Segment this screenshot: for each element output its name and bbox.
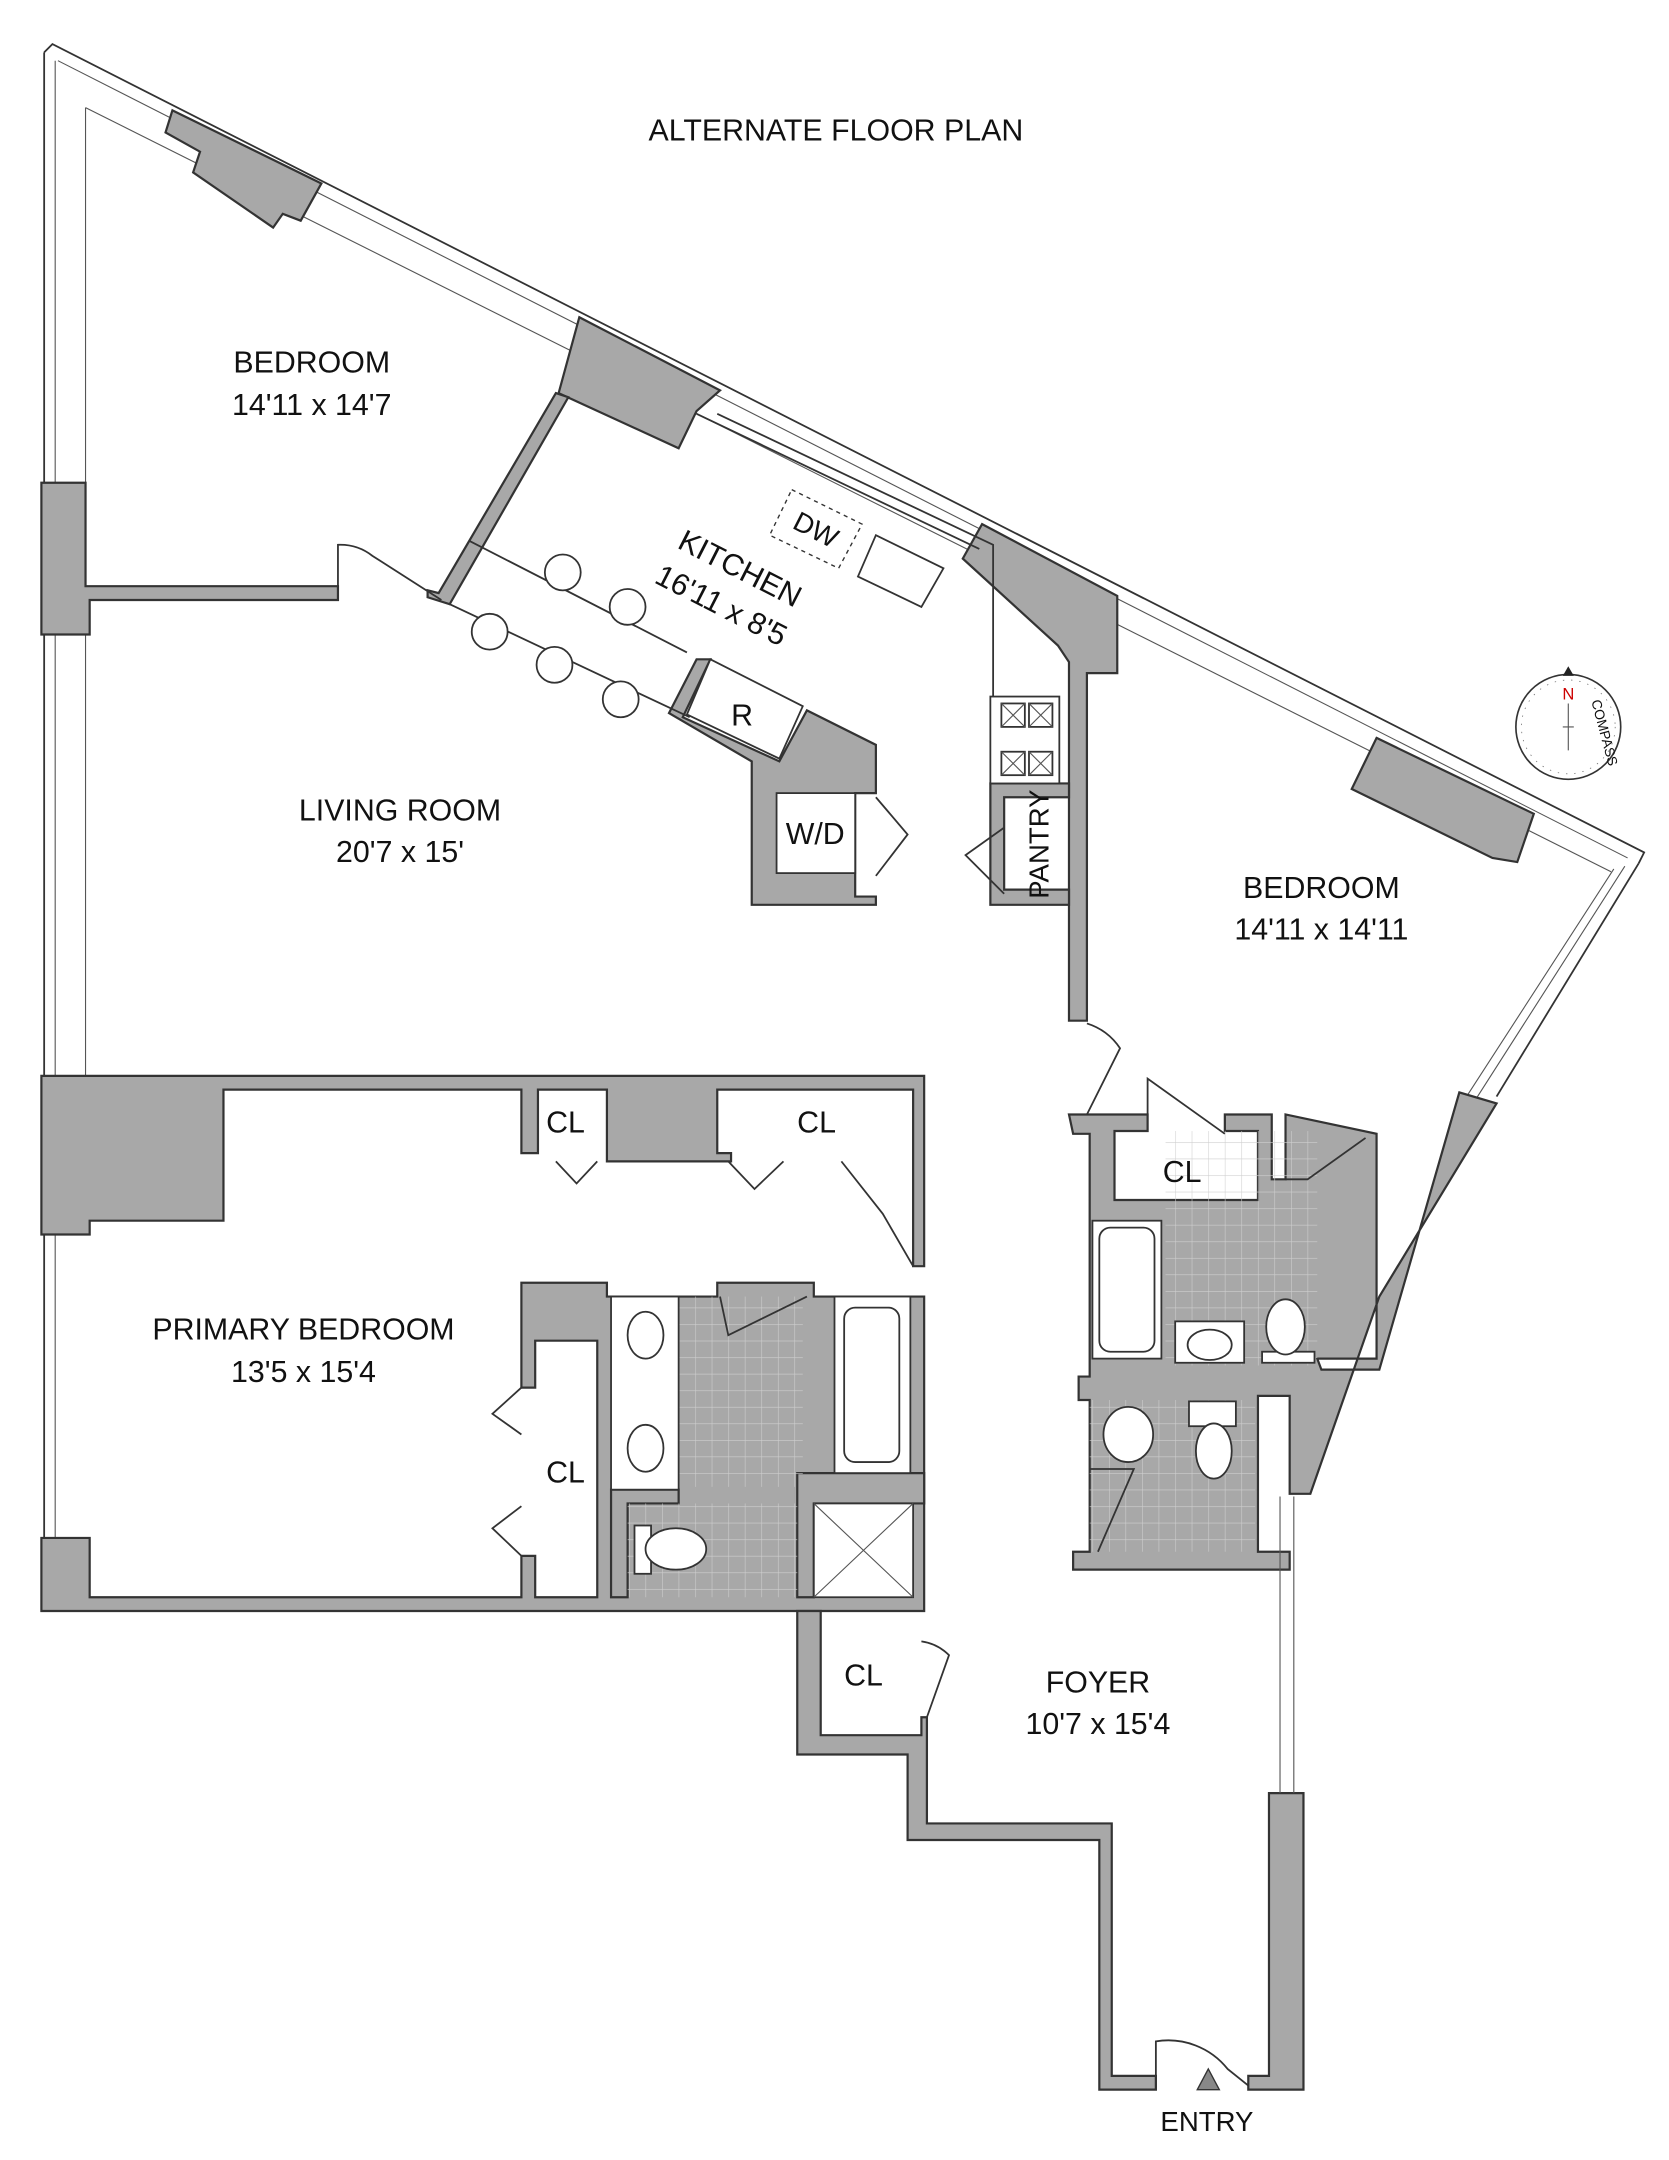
closet-label: CL <box>1163 1156 1202 1189</box>
plan-title: ALTERNATE FLOOR PLAN <box>649 115 1024 148</box>
entry-label: ENTRY <box>1160 2106 1253 2137</box>
dishwasher <box>768 488 864 570</box>
foyer-window <box>1279 1496 1295 1794</box>
doors <box>337 543 1367 2090</box>
closet-label: CL <box>546 1106 585 1139</box>
living-room-name: LIVING ROOM <box>299 795 501 828</box>
closet-label: CL <box>797 1106 836 1139</box>
bedroom-2-name: BEDROOM <box>1243 872 1400 905</box>
bedroom-2-size: 14'11 x 14'11 <box>1234 913 1408 946</box>
foyer-name: FOYER <box>1046 1666 1150 1699</box>
refrigerator-label: R <box>731 700 753 733</box>
refrigerator <box>685 658 804 760</box>
bathroom-floors <box>627 1131 1318 1598</box>
kitchen-sink <box>856 533 945 609</box>
washer-dryer-label: W/D <box>786 818 845 851</box>
compass-north: N <box>1562 684 1574 703</box>
primary-bedroom-size: 13'5 x 15'4 <box>231 1356 376 1389</box>
foyer-size: 10'7 x 15'4 <box>1026 1708 1171 1741</box>
living-room-size: 20'7 x 15' <box>336 836 464 869</box>
bedroom-1-size: 14'11 x 14'7 <box>232 389 391 422</box>
washer-dryer <box>775 792 857 874</box>
bedroom-1-name: BEDROOM <box>233 346 390 379</box>
stove <box>989 695 1061 785</box>
bathroom-fixtures <box>610 1219 1316 1599</box>
compass-icon: N COMPASS <box>1515 666 1622 781</box>
primary-bedroom-name: PRIMARY BEDROOM <box>152 1313 454 1346</box>
pantry-label: PANTRY <box>1023 789 1054 898</box>
exterior-window-wall <box>43 43 1646 1538</box>
closet-label: CL <box>546 1457 585 1490</box>
closet-label: CL <box>844 1660 883 1693</box>
entry-arrow-icon <box>1196 2067 1221 2091</box>
kitchen-fixtures: DW R W/D PANTRY <box>449 412 1061 899</box>
